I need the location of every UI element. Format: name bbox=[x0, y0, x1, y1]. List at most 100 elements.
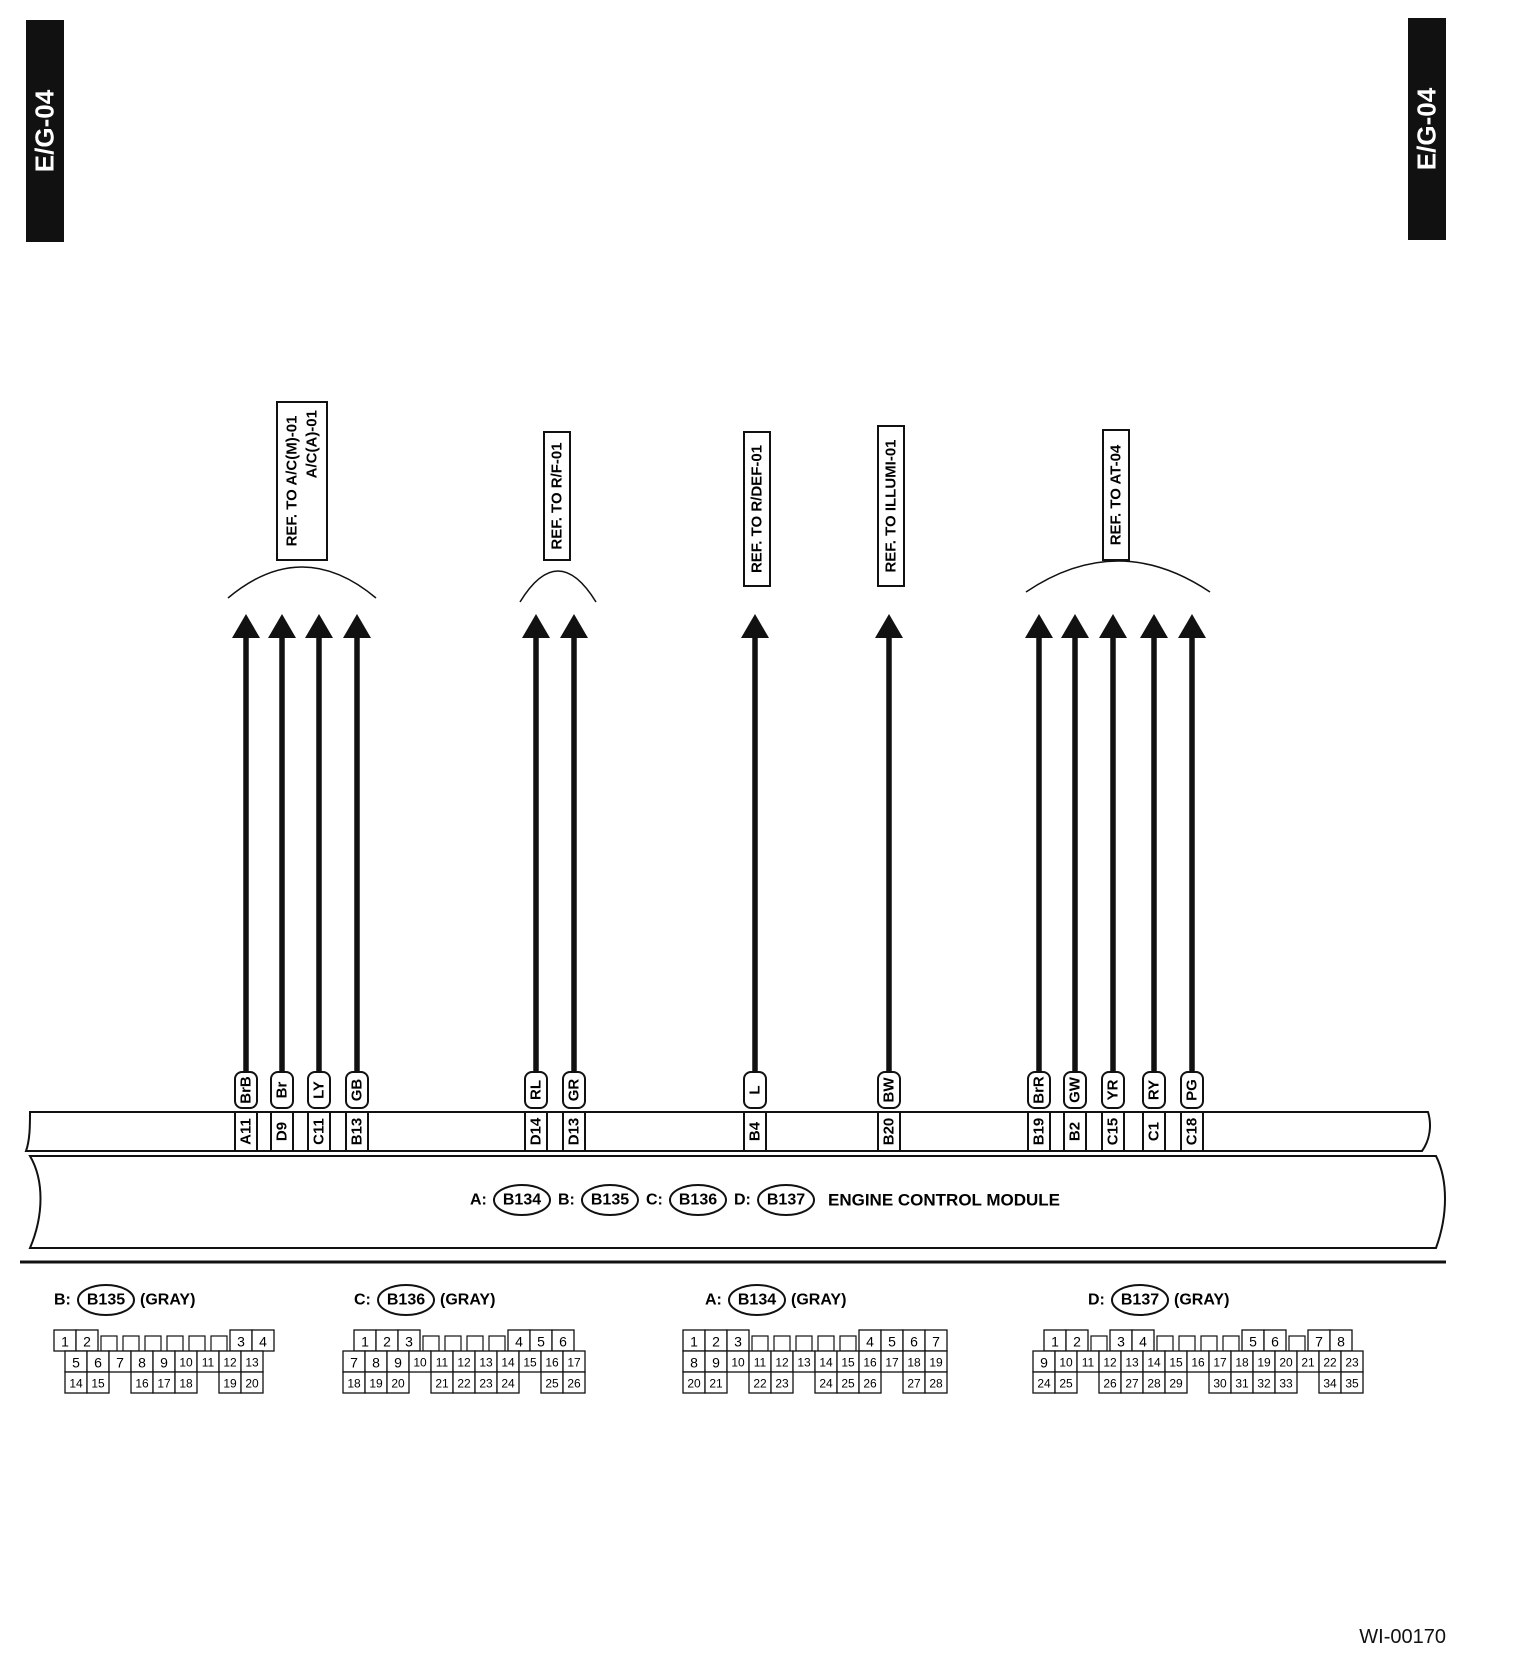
connector-id: B136 bbox=[387, 1292, 425, 1309]
wire-color-label: Br bbox=[274, 1082, 291, 1099]
pin-number: 9 bbox=[1040, 1355, 1048, 1371]
reference-4: REF. TO ILLUMI-01 bbox=[877, 425, 905, 587]
pin-number: 26 bbox=[863, 1377, 877, 1391]
pin-number: 4 bbox=[259, 1334, 267, 1350]
pin-number: 14 bbox=[69, 1377, 83, 1391]
pin-key bbox=[795, 1335, 813, 1352]
connector-prefix: B: bbox=[558, 1192, 575, 1209]
connector-oval bbox=[77, 1284, 135, 1316]
pin-number: 24 bbox=[819, 1377, 833, 1391]
terminal-label: B4 bbox=[747, 1121, 764, 1141]
ecm-housing bbox=[28, 1155, 1446, 1249]
pin-number: 16 bbox=[863, 1356, 877, 1370]
connector-id: B134 bbox=[738, 1292, 776, 1309]
pin-number: 4 bbox=[515, 1334, 523, 1350]
arrow-head bbox=[741, 614, 769, 638]
wire-color-label: RL bbox=[528, 1080, 545, 1100]
pin-cell bbox=[858, 1371, 882, 1394]
connector-prefix: C: bbox=[354, 1292, 371, 1309]
pin-number: 2 bbox=[83, 1334, 91, 1350]
pin-key bbox=[817, 1335, 835, 1352]
pin-key bbox=[144, 1335, 162, 1352]
pin-cell bbox=[924, 1371, 948, 1394]
connector-oval bbox=[728, 1284, 786, 1316]
connector-id: B135 bbox=[87, 1292, 125, 1309]
connector-oval bbox=[377, 1284, 435, 1316]
wire-color-tag bbox=[307, 1071, 331, 1109]
connector-oval bbox=[757, 1184, 815, 1216]
pin-number: 22 bbox=[457, 1377, 471, 1391]
terminal-label: C1 bbox=[1146, 1122, 1163, 1141]
pin-number: 3 bbox=[405, 1334, 413, 1350]
pin-key bbox=[210, 1335, 228, 1352]
wire-b4: LB4 bbox=[741, 614, 769, 1152]
connector-prefix: B: bbox=[54, 1292, 71, 1309]
wire-color-tag bbox=[234, 1071, 258, 1109]
reference-arc bbox=[519, 570, 597, 603]
pin-number: 28 bbox=[929, 1377, 943, 1391]
pin-number: 6 bbox=[910, 1334, 918, 1350]
wire-group: BrBA11BrD9LYC11GBB13RLD14GRD13LB4BWB20Br… bbox=[232, 614, 1206, 1152]
connector-note: (GRAY) bbox=[140, 1292, 195, 1309]
pin-number: 26 bbox=[1103, 1377, 1117, 1391]
reference-label: REF. TO AT-04 bbox=[1108, 444, 1125, 545]
reference-box bbox=[743, 431, 771, 587]
pin-number: 5 bbox=[537, 1334, 545, 1350]
terminal-box bbox=[345, 1111, 369, 1152]
pin-number: 2 bbox=[383, 1334, 391, 1350]
pin-number: 20 bbox=[1279, 1356, 1293, 1370]
reference-label: REF. TO ILLUMI-01 bbox=[883, 439, 900, 572]
pin-number: 11 bbox=[202, 1356, 215, 1370]
pin-number: 21 bbox=[1301, 1356, 1315, 1370]
connector-id: B137 bbox=[1121, 1292, 1159, 1309]
pin-key bbox=[773, 1335, 791, 1352]
terminal-box bbox=[1180, 1111, 1204, 1152]
pin-number: 25 bbox=[545, 1377, 559, 1391]
pin-cell bbox=[770, 1371, 794, 1394]
wire-color-tag bbox=[524, 1071, 548, 1109]
pin-number: 7 bbox=[116, 1355, 124, 1371]
pin-cell bbox=[496, 1371, 520, 1394]
wire-color-tag bbox=[743, 1071, 767, 1109]
connector-note: (GRAY) bbox=[440, 1292, 495, 1309]
connector-id: B137 bbox=[767, 1192, 805, 1209]
pin-number: 21 bbox=[435, 1377, 449, 1391]
pin-number: 25 bbox=[1059, 1377, 1073, 1391]
reference-label: REF. TO R/DEF-01 bbox=[749, 445, 766, 573]
reference-5: REF. TO AT-04 bbox=[1025, 429, 1211, 593]
pin-number: 9 bbox=[394, 1355, 402, 1371]
pin-number: 17 bbox=[567, 1356, 581, 1370]
terminal-box bbox=[1101, 1111, 1125, 1152]
pin-number: 11 bbox=[436, 1356, 449, 1370]
connector-oval bbox=[1111, 1284, 1169, 1316]
pin-key bbox=[422, 1335, 440, 1352]
pin-key bbox=[488, 1335, 506, 1352]
pin-key bbox=[188, 1335, 206, 1352]
pin-number: 5 bbox=[72, 1355, 80, 1371]
wire-color-label: BrR bbox=[1031, 1076, 1048, 1104]
pin-number: 8 bbox=[690, 1355, 698, 1371]
pin-number: 15 bbox=[841, 1356, 855, 1370]
pin-number: 20 bbox=[391, 1377, 405, 1391]
pin-number: 8 bbox=[372, 1355, 380, 1371]
terminal-label: C15 bbox=[1105, 1118, 1122, 1146]
pin-number: 1 bbox=[361, 1334, 369, 1350]
pin-number: 15 bbox=[1169, 1356, 1183, 1370]
terminal-label: D9 bbox=[274, 1122, 291, 1141]
terminal-label: B20 bbox=[881, 1118, 898, 1146]
pin-number: 18 bbox=[1235, 1356, 1249, 1370]
pin-number: 4 bbox=[866, 1334, 874, 1350]
pin-number: 3 bbox=[1117, 1334, 1125, 1350]
pin-number: 5 bbox=[888, 1334, 896, 1350]
pin-number: 9 bbox=[160, 1355, 168, 1371]
pin-number: 22 bbox=[753, 1377, 767, 1391]
pin-number: 7 bbox=[1315, 1334, 1323, 1350]
